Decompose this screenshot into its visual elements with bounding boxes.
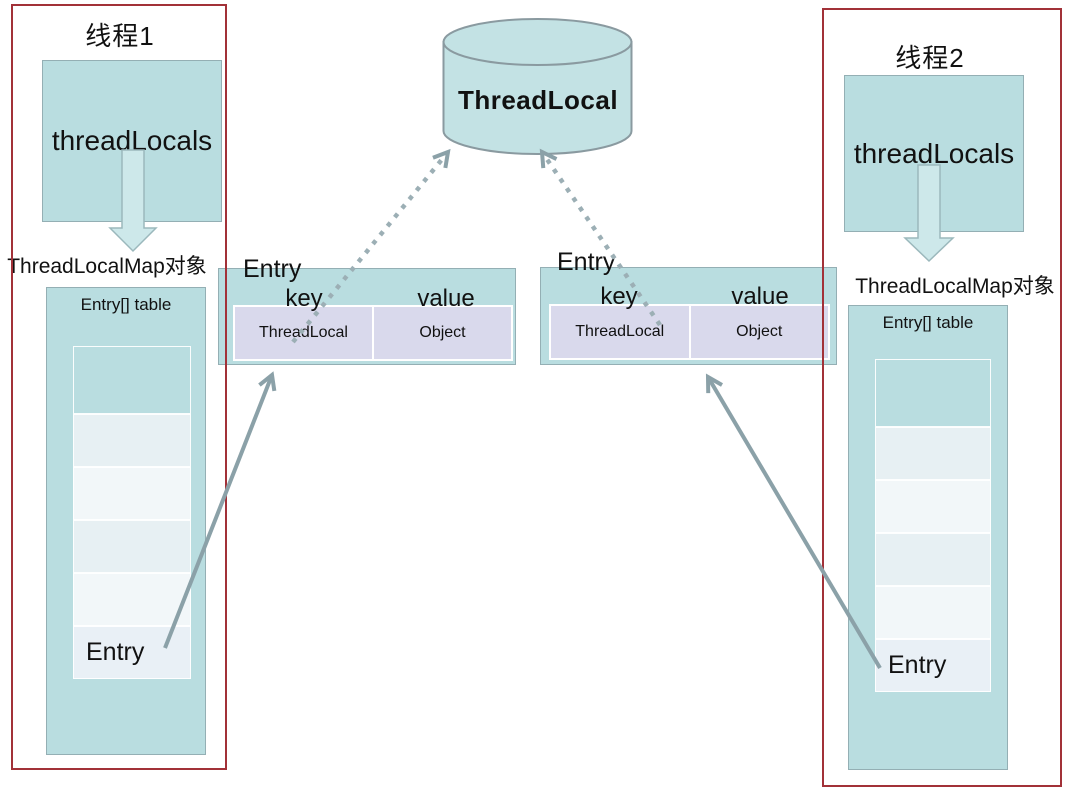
thread2-entry-slot-filled: Entry xyxy=(875,639,991,692)
threadlocal-cylinder-label: ThreadLocal xyxy=(457,85,619,115)
entry-box-right-key-header: key xyxy=(600,283,638,310)
thread1-entry-slot-filled: Entry xyxy=(73,626,191,679)
thread2-title: 线程2 xyxy=(895,43,965,73)
entry-slot xyxy=(875,586,991,639)
entry-box-right-title: Entry xyxy=(557,248,616,276)
entry-box-left-title: Entry xyxy=(243,255,302,283)
thread1-entry-table-title: Entry[] table xyxy=(80,295,172,314)
entry-slot xyxy=(875,533,991,586)
entry-box-left-key-header: key xyxy=(285,285,323,312)
thread2-threadlocals-label: threadLocals xyxy=(853,137,1015,169)
entry-box-left-value-header: value xyxy=(417,285,475,312)
entry-box-left-row: ThreadLocal Object xyxy=(233,305,513,361)
entry-slot xyxy=(875,359,991,427)
thread1-threadlocals-box: threadLocals xyxy=(42,60,222,222)
entry-box-left-key-cell: ThreadLocal xyxy=(235,307,372,359)
thread1-threadlocals-label: threadLocals xyxy=(51,125,213,156)
thread2-entry-table: Entry[] table Entry xyxy=(848,305,1008,770)
thread1-entry-table: Entry[] table Entry xyxy=(46,287,206,755)
thread1-entry-cell-label: Entry xyxy=(86,638,145,666)
thread1-map-label: ThreadLocalMap对象 xyxy=(7,255,207,278)
entry-box-left-value-cell: Object xyxy=(374,307,511,359)
entry-box-right-key-cell: ThreadLocal xyxy=(551,306,689,358)
entry-box-right: Entry ThreadLocal Object key value xyxy=(540,248,837,365)
entry-box-left: Entry ThreadLocal Object key value xyxy=(218,255,516,365)
entry-slot xyxy=(73,346,191,414)
thread1-title: 线程1 xyxy=(85,21,155,51)
thread1-entry-slots: Entry xyxy=(73,346,191,679)
thread2-threadlocals-box: threadLocals xyxy=(844,75,1024,232)
thread2-entry-cell-label: Entry xyxy=(888,651,947,679)
thread2-entry-slots: Entry xyxy=(875,359,991,692)
entry-slot xyxy=(73,573,191,626)
thread2-map-label: ThreadLocalMap对象 xyxy=(855,275,1055,298)
entry-slot xyxy=(73,414,191,467)
thread2-entry-table-title: Entry[] table xyxy=(882,313,974,332)
entry-slot xyxy=(875,480,991,533)
entry-box-right-row: ThreadLocal Object xyxy=(549,304,830,360)
entry-slot xyxy=(875,427,991,480)
entry-slot xyxy=(73,467,191,520)
entry-box-right-value-cell: Object xyxy=(690,306,828,358)
entry-slot xyxy=(73,520,191,573)
entry-box-right-value-header: value xyxy=(731,283,789,310)
